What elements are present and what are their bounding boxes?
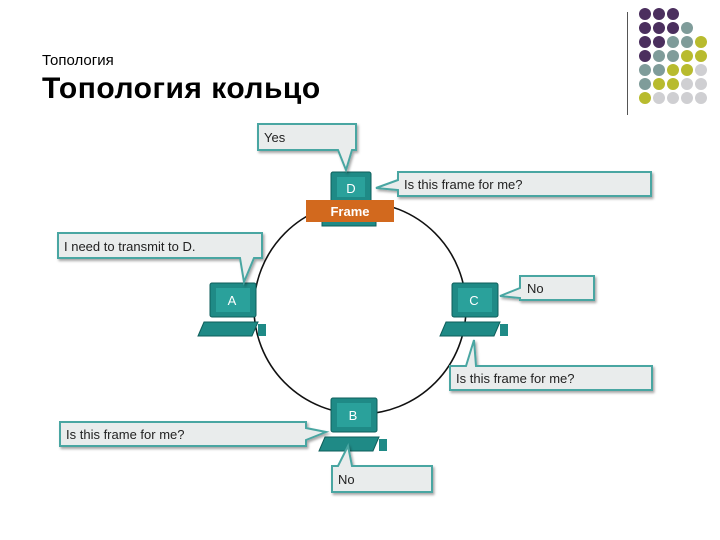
callout-d-question: Is this frame for me? xyxy=(375,171,652,197)
decor-dot xyxy=(695,50,707,62)
decor-dot xyxy=(681,50,693,62)
decor-dot xyxy=(639,92,651,104)
decor-dot xyxy=(681,92,693,104)
decor-divider xyxy=(627,12,628,115)
decor-dot xyxy=(639,36,651,48)
decor-dot xyxy=(639,50,651,62)
node-c-label: C xyxy=(469,293,478,308)
decor-dot xyxy=(667,64,679,76)
decor-dot xyxy=(653,50,665,62)
decor-dot xyxy=(653,8,665,20)
frame-packet: Frame xyxy=(306,200,394,222)
callout-c-no: No xyxy=(499,275,595,301)
callout-b-no-text: No xyxy=(338,472,355,487)
decor-dot xyxy=(639,22,651,34)
callout-a-transmit-text: I need to transmit to D. xyxy=(64,239,196,254)
computer-a-icon: A xyxy=(197,282,266,337)
decor-dot xyxy=(667,8,679,20)
decor-dot xyxy=(667,92,679,104)
decor-dot xyxy=(695,36,707,48)
computer-c-icon: C xyxy=(439,282,508,337)
node-b-label: B xyxy=(349,408,358,423)
callout-c-question-text: Is this frame for me? xyxy=(456,371,574,386)
computer-b-icon: B xyxy=(318,397,387,452)
slide-title: Топология кольцо xyxy=(42,72,321,105)
slide-subtitle: Топология xyxy=(42,52,114,69)
callout-a-transmit: I need to transmit to D. xyxy=(57,232,263,286)
decor-dot xyxy=(667,78,679,90)
callout-c-no-text: No xyxy=(527,281,544,296)
decor-dot xyxy=(695,78,707,90)
decor-dot xyxy=(653,92,665,104)
decor-dot xyxy=(653,78,665,90)
node-d-label: D xyxy=(346,181,355,196)
callout-b-question: Is this frame for me? xyxy=(59,421,330,447)
callout-b-question-text: Is this frame for me? xyxy=(66,427,184,442)
decor-dot xyxy=(667,50,679,62)
decor-dot xyxy=(681,22,693,34)
decor-dot xyxy=(639,8,651,20)
decor-dot xyxy=(639,78,651,90)
decor-dot xyxy=(695,64,707,76)
callout-d-question-text: Is this frame for me? xyxy=(404,177,522,192)
decor-dot xyxy=(653,36,665,48)
decor-dot xyxy=(681,64,693,76)
decor-dot xyxy=(667,36,679,48)
decor-dot xyxy=(681,78,693,90)
decor-dot xyxy=(639,64,651,76)
callout-yes-text: Yes xyxy=(264,130,286,145)
decor-dot xyxy=(695,92,707,104)
callout-c-question: Is this frame for me? xyxy=(449,339,653,391)
callout-b-no: No xyxy=(331,442,433,493)
ring-cable xyxy=(253,201,467,415)
decor-dot xyxy=(681,36,693,48)
frame-label: Frame xyxy=(330,204,369,219)
decor-dot xyxy=(667,22,679,34)
node-a-label: A xyxy=(228,293,237,308)
callout-yes: Yes xyxy=(257,123,357,174)
decor-dot xyxy=(653,22,665,34)
decor-dot xyxy=(653,64,665,76)
